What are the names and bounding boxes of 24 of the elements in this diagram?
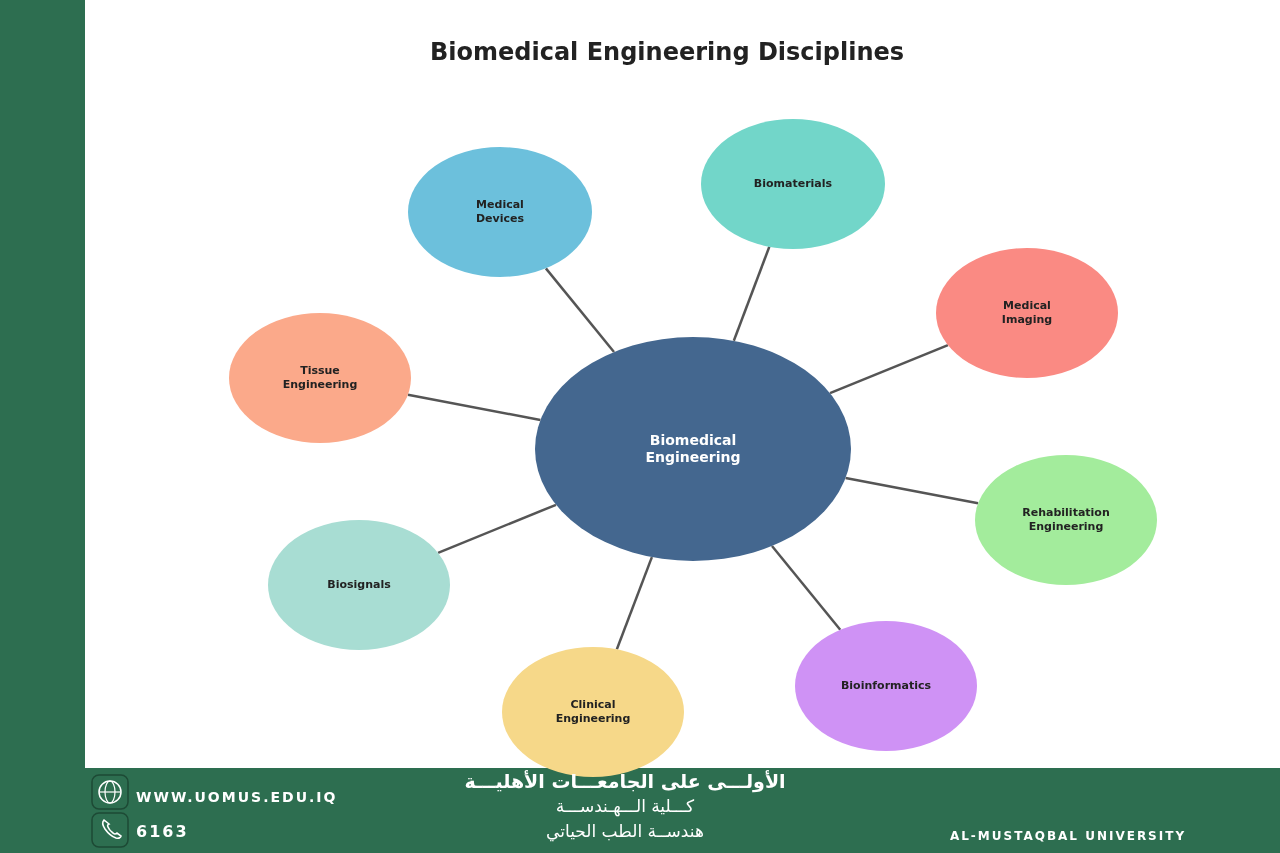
connector-line <box>829 344 949 395</box>
connector-line <box>544 267 615 353</box>
connector-line <box>615 556 654 650</box>
node-label: Biomaterials <box>753 177 833 191</box>
college-name: كـــلية الـــهـندســـة <box>555 796 695 816</box>
node-label: Biosignals <box>327 578 391 592</box>
connector-line <box>845 476 979 505</box>
node-label: Biomedical Engineering <box>644 431 742 467</box>
node-label: Tissue Engineering <box>281 364 359 392</box>
node-label: Clinical Engineering <box>554 698 632 726</box>
university-name: AL-MUSTAQBAL UNIVERSITY <box>949 829 1187 843</box>
department-name: هندســة الطب الحياتي <box>546 821 704 841</box>
connector-line <box>407 393 541 422</box>
node-label: Medical Devices <box>474 198 526 226</box>
node-label: Medical Imaging <box>1000 299 1054 327</box>
connector-line <box>437 503 557 554</box>
website-link: WWW.UOMUS.EDU.IQ <box>136 789 338 805</box>
diagram-title: Biomedical Engineering Disciplines <box>430 38 905 66</box>
connector-line <box>771 545 842 631</box>
node-label: Rehabilitation Engineering <box>1021 506 1111 534</box>
node-label: Bioinformatics <box>840 679 932 693</box>
connector-line <box>732 246 771 342</box>
phone-number: 6163 <box>136 822 189 841</box>
footer-heading: الأولـــى على الجامعـــات الأهليـــة <box>464 770 786 792</box>
